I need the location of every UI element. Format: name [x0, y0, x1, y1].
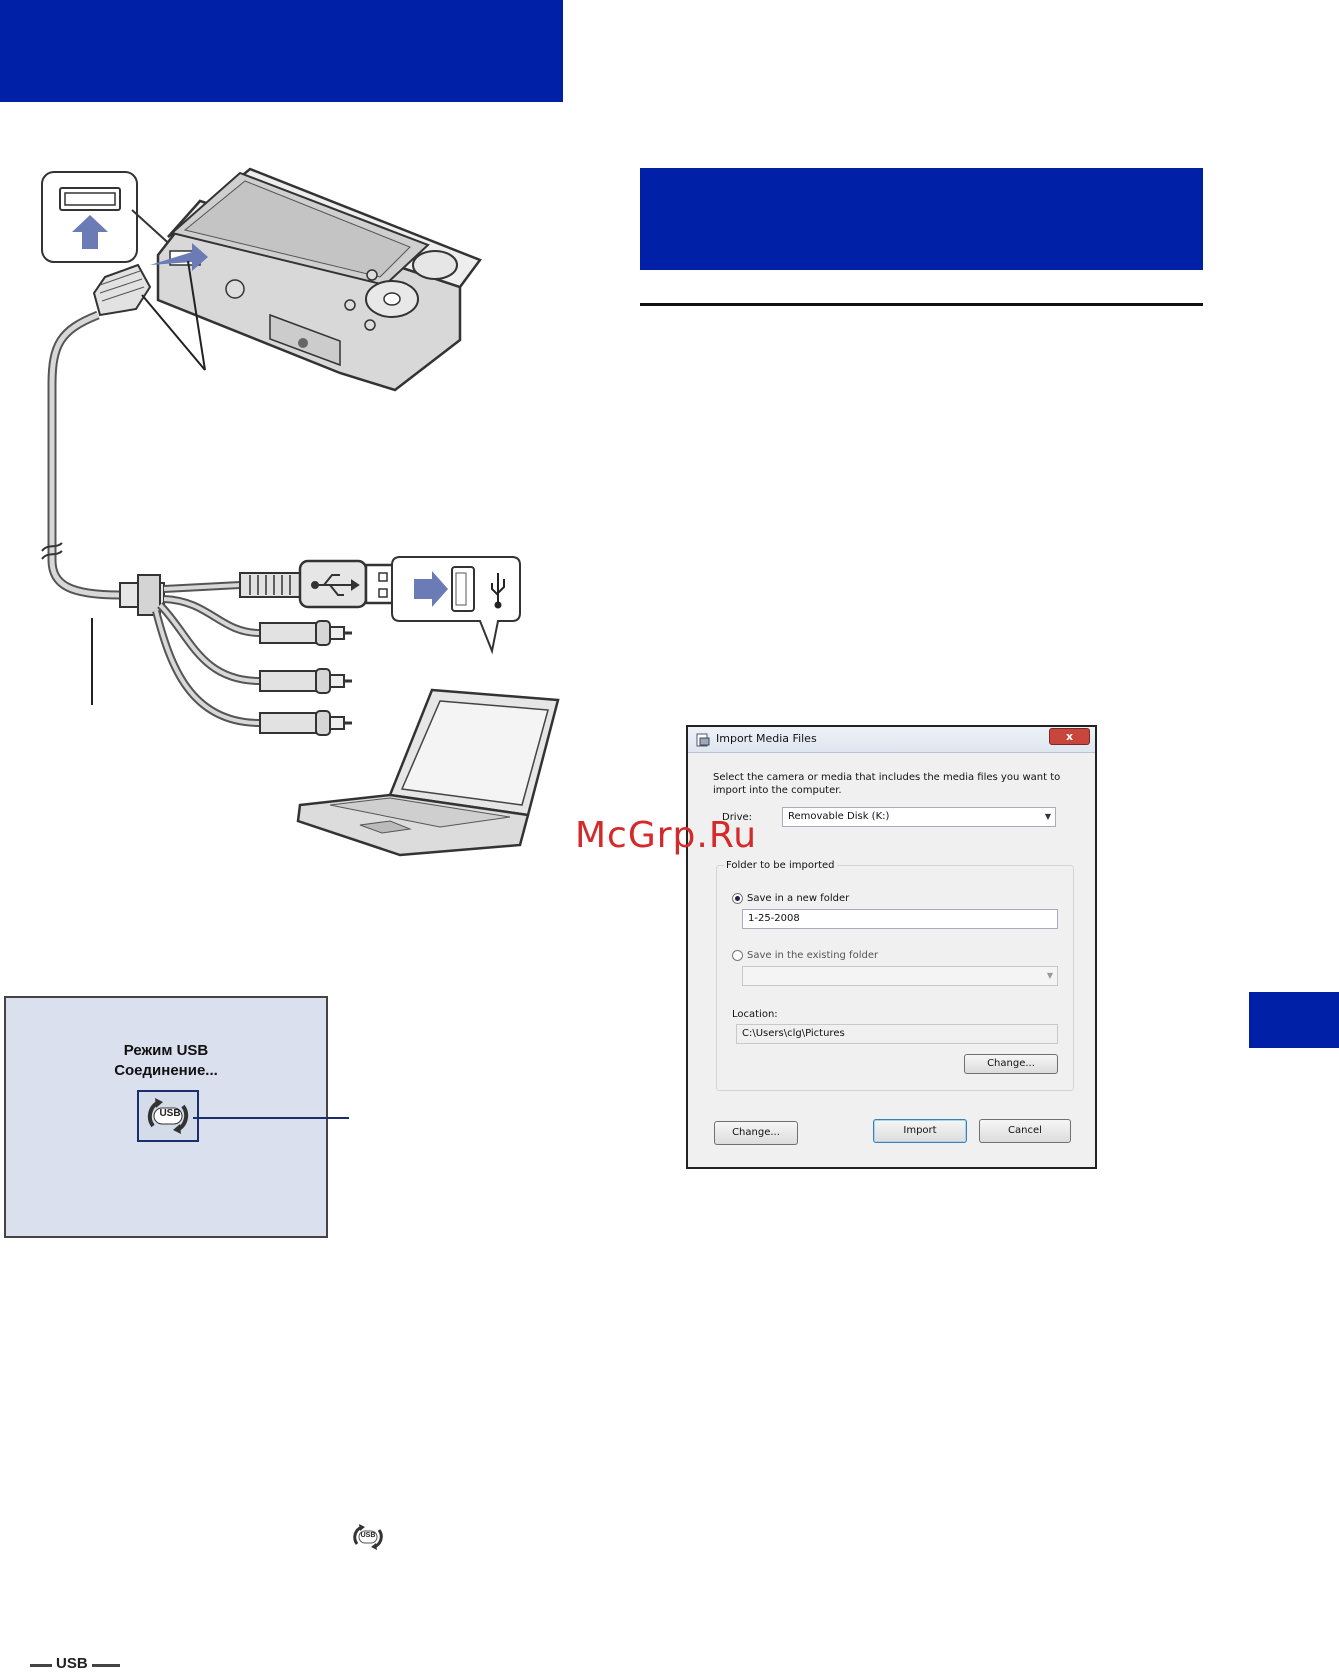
import-app-icon	[696, 733, 710, 747]
usb-connection-inline-icon: USB	[350, 1522, 386, 1552]
chevron-down-icon: ▼	[1046, 971, 1053, 980]
connection-status: Соединение...	[114, 1062, 218, 1079]
folder-group-box	[716, 865, 1074, 1091]
new-folder-option-label[interactable]: Save in a new folder	[747, 893, 850, 904]
existing-folder-radio[interactable]	[732, 950, 743, 961]
change-button[interactable]: Change...	[714, 1121, 798, 1145]
computer-usb-port	[451, 566, 475, 612]
location-label: Location:	[732, 1009, 778, 1020]
tripod-socket	[225, 279, 245, 299]
drive-select[interactable]: Removable Disk (K:) ▼	[782, 807, 1056, 827]
usb-insert-arrow-icon	[414, 571, 448, 607]
dialog-titlebar[interactable]: Import Media Files x	[688, 727, 1095, 753]
chevron-down-icon: ▼	[1044, 812, 1051, 821]
insert-arrow-icon	[72, 215, 108, 249]
change-location-button[interactable]: Change...	[964, 1054, 1058, 1074]
close-icon[interactable]: x	[1049, 728, 1090, 745]
av-plugs	[259, 620, 352, 736]
inline-usb-label: USB	[360, 1532, 376, 1539]
usb-icon-callout-line	[193, 1117, 349, 1119]
usb-footer-mark: USB	[30, 1655, 120, 1673]
section-header-band-right	[640, 168, 1203, 270]
usb-symbol-icon	[491, 573, 505, 609]
watermark: McGrp.Ru	[575, 815, 758, 856]
folder-group-label: Folder to be imported	[724, 859, 837, 872]
mode-dial	[412, 250, 458, 280]
location-field: C:\Users\clg\Pictures	[736, 1024, 1058, 1044]
import-media-files-dialog: Import Media Files x Select the camera o…	[686, 725, 1097, 1169]
existing-folder-select: ▼	[742, 966, 1058, 986]
cable	[47, 310, 121, 600]
multi-connector-plug	[92, 263, 152, 317]
connect-arrow-icon	[150, 243, 208, 271]
usb-connection-icon: USB	[137, 1090, 199, 1142]
dialog-title: Import Media Files	[716, 732, 817, 745]
section-header-band-left	[0, 0, 563, 102]
new-folder-radio[interactable]	[732, 893, 743, 904]
drive-label: Drive:	[722, 812, 753, 823]
chapter-side-tab	[1249, 992, 1339, 1048]
camera-connection-illustration	[41, 167, 560, 857]
dialog-instruction: Select the camera or media that includes…	[713, 772, 1061, 796]
existing-folder-option-label[interactable]: Save in the existing folder	[747, 950, 879, 961]
section-rule	[640, 303, 1203, 306]
usb-icon-label: USB	[159, 1108, 181, 1119]
usb-trident-icon	[311, 574, 360, 596]
usb-mode-title: Режим USB	[123, 1042, 209, 1059]
footer-usb-label: USB	[52, 1655, 92, 1672]
drive-select-value: Removable Disk (K:)	[788, 811, 890, 822]
cancel-button[interactable]: Cancel	[979, 1119, 1071, 1143]
new-folder-name-input[interactable]: 1-25-2008	[742, 909, 1058, 929]
import-button[interactable]: Import	[873, 1119, 967, 1143]
